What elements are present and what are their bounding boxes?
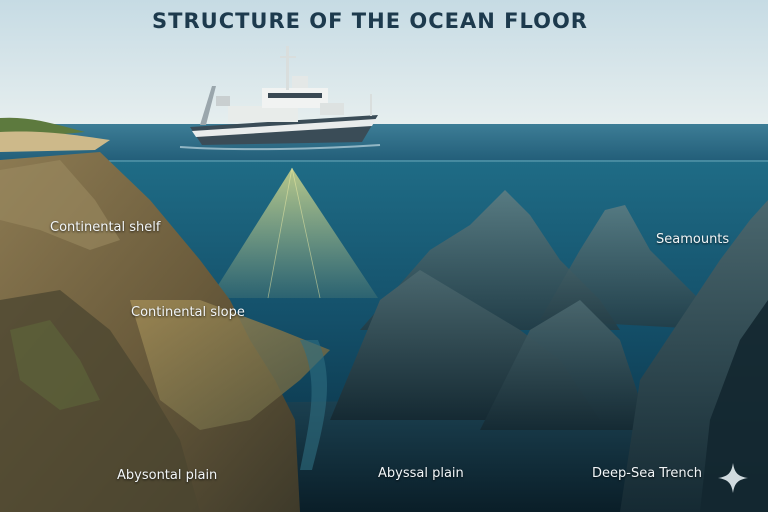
continental-slope bbox=[130, 300, 330, 430]
diagram-title: STRUCTURE OF THE OCEAN FLOOR bbox=[152, 9, 588, 33]
sea-surface bbox=[0, 124, 768, 166]
label-abyssal-plain: Abyssal plain bbox=[378, 466, 464, 481]
label-continental-shelf: Continental shelf bbox=[50, 220, 161, 235]
label-deep-sea-trench: Deep-Sea Trench bbox=[592, 466, 703, 481]
research-ship-icon bbox=[190, 46, 378, 145]
label-seamounts: Seamounts bbox=[656, 232, 730, 247]
label-absontal-plain: Abysontal plain bbox=[117, 468, 218, 483]
sparkle-icon bbox=[718, 463, 748, 493]
seamount-peak bbox=[540, 205, 720, 330]
label-continental-slope: Continental slope bbox=[131, 305, 245, 320]
sky bbox=[0, 0, 768, 128]
sonar-beam bbox=[210, 168, 378, 298]
